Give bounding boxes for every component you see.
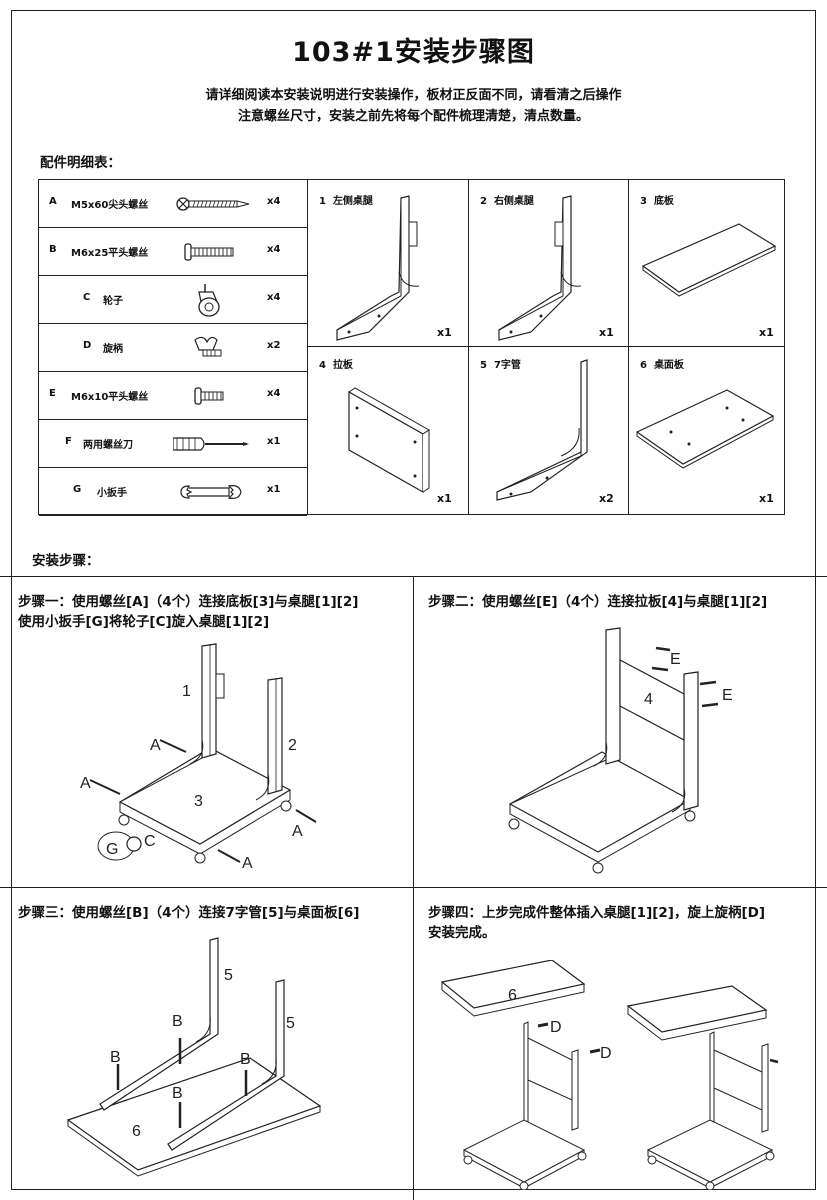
hardware-name: M6x10平头螺丝 xyxy=(71,392,149,403)
hardware-qty: x4 xyxy=(267,292,281,303)
panel-1-qty: x1 xyxy=(437,326,452,339)
hardware-code: F xyxy=(65,436,72,447)
panel-4-label: 4 拉板 xyxy=(319,360,353,371)
callout-6: 6 xyxy=(508,987,517,1004)
hardware-code: E xyxy=(49,388,56,399)
panel-2-label: 2 右侧桌腿 xyxy=(480,196,534,207)
hardware-qty: x4 xyxy=(267,196,281,207)
step-4-illustration: 6 D D xyxy=(440,960,779,1190)
step-1-title: 步骤一：使用螺丝[A]（4个）连接底板[3]与桌腿[1][2]使用小扳手[G]将… xyxy=(18,594,359,630)
panel-6-label: 6 桌面板 xyxy=(640,360,684,371)
hardware-code: C xyxy=(83,292,91,303)
callout-b: B xyxy=(110,1049,121,1066)
hardware-row-a: A M5x60尖头螺丝 x4 xyxy=(39,180,307,228)
callout-a: A xyxy=(292,823,303,840)
grid-line xyxy=(307,346,784,347)
callout-g: G xyxy=(106,841,118,858)
right-leg-illustration xyxy=(498,195,582,341)
callout-5: 5 xyxy=(286,1015,295,1032)
callout-a: A xyxy=(242,855,253,872)
hardware-row-d: D 旋柄 x2 xyxy=(39,324,307,372)
knob-icon xyxy=(194,336,222,357)
hardware-qty: x2 xyxy=(267,340,281,351)
callout-c: C xyxy=(144,833,156,850)
hardware-row-g: G 小扳手 x1 xyxy=(39,468,307,516)
left-leg-illustration xyxy=(336,195,420,341)
panel-4-qty: x1 xyxy=(437,492,452,505)
callout-e: E xyxy=(670,651,681,668)
wrench-icon xyxy=(180,485,242,499)
hardware-row-f: F 两用螺丝刀 x1 xyxy=(39,420,307,468)
callout-a: A xyxy=(150,737,161,754)
callout-e: E xyxy=(722,687,733,704)
hardware-code: A xyxy=(49,196,57,207)
panel-6-qty: x1 xyxy=(759,492,774,505)
hardware-code: G xyxy=(73,484,82,495)
steps-heading: 安装步骤： xyxy=(32,553,100,569)
page-title: 103#1安装步骤图 xyxy=(292,37,535,68)
screw-pointed-icon xyxy=(176,197,250,211)
hardware-row-e: E M6x10平头螺丝 x4 xyxy=(39,372,307,420)
step-3-illustration: 5 5 B B B B 6 xyxy=(66,937,322,1177)
intro-line-2: 注意螺丝尺寸，安装之前先将每个配件梳理清楚，清点数量。 xyxy=(237,109,589,124)
hardware-name: 两用螺丝刀 xyxy=(83,440,133,451)
hardware-qty: x1 xyxy=(267,436,281,447)
hardware-qty: x1 xyxy=(267,484,281,495)
pull-board-illustration xyxy=(348,387,430,494)
screw-short-icon xyxy=(194,387,224,405)
panel-5-qty: x2 xyxy=(599,492,614,505)
step-2-title: 步骤二：使用螺丝[E]（4个）连接拉板[4]与桌腿[1][2] xyxy=(428,594,768,610)
hardware-code: B xyxy=(49,244,57,255)
screw-flat-icon xyxy=(184,243,234,261)
hardware-code: D xyxy=(83,340,92,351)
panel-3-qty: x1 xyxy=(759,326,774,339)
hardware-row-c: C 轮子 x4 xyxy=(39,276,307,324)
panel-1-label: 1 左侧桌腿 xyxy=(319,196,373,207)
callout-6: 6 xyxy=(132,1123,141,1140)
callout-3: 3 xyxy=(194,793,203,810)
grid-line xyxy=(307,180,308,514)
callout-1: 1 xyxy=(182,683,191,700)
hardware-qty: x4 xyxy=(267,388,281,399)
hardware-name: M6x25平头螺丝 xyxy=(71,248,149,259)
callout-a: A xyxy=(80,775,91,792)
screwdriver-icon xyxy=(173,437,249,451)
callout-d: D xyxy=(600,1045,612,1062)
hardware-name: 旋柄 xyxy=(103,344,123,355)
seven-tube-illustration xyxy=(496,359,588,501)
callout-4: 4 xyxy=(644,691,653,708)
panel-5-label: 5 7字管 xyxy=(480,360,521,371)
hardware-name: 轮子 xyxy=(103,296,123,307)
grid-line xyxy=(413,576,414,1200)
callout-2: 2 xyxy=(288,737,297,754)
step-2-illustration: E E 4 xyxy=(508,627,733,874)
parts-table: A M5x60尖头螺丝 x4 B M6x25平头螺丝 xyxy=(38,179,785,516)
bottom-board-illustration xyxy=(641,223,777,297)
step-3-title: 步骤三：使用螺丝[B]（4个）连接7字管[5]与桌面板[6] xyxy=(18,905,360,921)
tabletop-illustration xyxy=(635,389,775,469)
grid-line xyxy=(628,180,629,514)
step-1-illustration: 1 2 3 A A A A G C xyxy=(80,643,317,872)
hardware-name: M5x60尖头螺丝 xyxy=(71,200,149,211)
hardware-qty: x4 xyxy=(267,244,281,255)
step-4-title: 步骤四：上步完成件整体插入桌腿[1][2]，旋上旋柄[D]安装完成。 xyxy=(428,905,766,941)
hardware-name: 小扳手 xyxy=(97,488,127,499)
callout-b: B xyxy=(240,1051,251,1068)
callout-b: B xyxy=(172,1013,183,1030)
intro-line-1: 请详细阅读本安装说明进行安装操作，板材正反面不同，请看清之后操作 xyxy=(205,88,622,103)
callout-d: D xyxy=(550,1019,562,1036)
callout-5: 5 xyxy=(224,967,233,984)
panel-2-qty: x1 xyxy=(599,326,614,339)
grid-line xyxy=(468,180,469,514)
panel-3-label: 3 底板 xyxy=(640,196,674,207)
parts-heading: 配件明细表： xyxy=(40,155,121,171)
callout-b: B xyxy=(172,1085,183,1102)
hardware-row-b: B M6x25平头螺丝 x4 xyxy=(39,228,307,276)
caster-wheel-icon xyxy=(198,284,220,317)
